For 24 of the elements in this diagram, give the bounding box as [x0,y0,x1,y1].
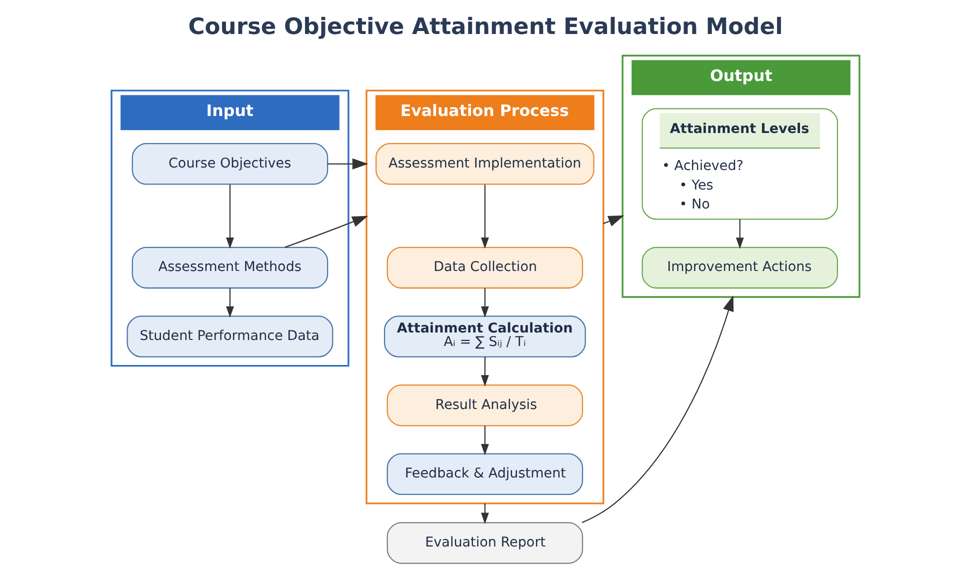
arrow [581,295,734,524]
node-box: Course Objectives [131,143,328,185]
arrow [480,184,488,249]
node-box: Evaluation Report [386,522,583,564]
arrow [226,184,234,249]
node-box: Data Collection [386,246,583,289]
arrow [284,216,368,248]
node-box: Result Analysis [386,384,583,426]
arrow [226,288,234,318]
diagram-title: Course Objective Attainment Evaluation Model [188,14,782,40]
arrow [480,356,488,386]
arrow [327,158,368,170]
node-box: Assessment Implementation [375,143,594,185]
arrow [480,288,488,318]
node-box: Assessment Methods [131,246,328,289]
node-box: Feedback & Adjustment [386,453,583,495]
node-box: Improvement Actions [641,246,838,289]
arrow [480,503,488,524]
node-box: Attainment Levels • Achieved? • Yes • No [641,108,838,220]
node-box: Attainment Calculation Aᵢ = ∑ Sᵢⱼ / Tᵢ [383,316,586,358]
arrow [602,215,624,226]
node-box: Student Performance Data [126,316,333,358]
arrow [480,426,488,456]
arrow [735,219,744,249]
